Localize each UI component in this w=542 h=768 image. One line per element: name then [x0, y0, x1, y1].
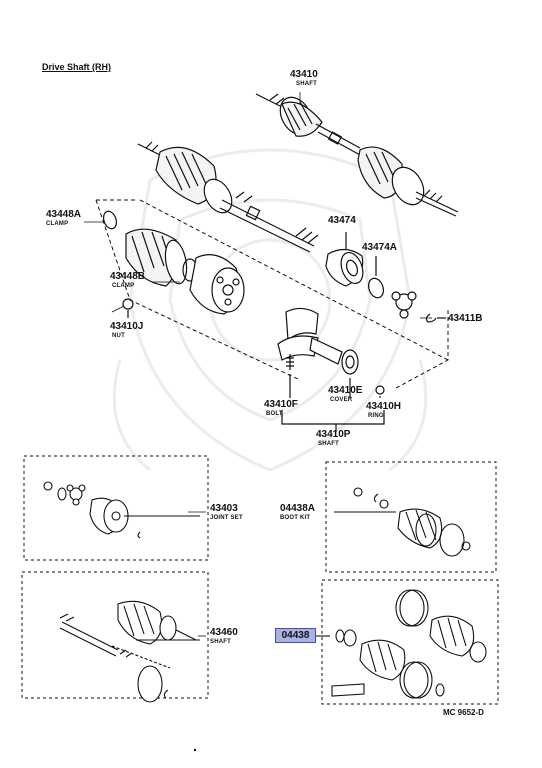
- shaft-assembly-43410: [255, 93, 459, 217]
- part-43460-number[interactable]: 43460: [210, 627, 238, 638]
- part-43410p-number[interactable]: 43410P: [316, 429, 351, 440]
- part-43410h-name: RING: [368, 413, 384, 419]
- outer-joint-body: [189, 254, 245, 315]
- assembly-dashed-outline: [95, 199, 449, 389]
- cover-43474: [325, 232, 364, 287]
- part-04438a-name: BOOT KIT: [280, 515, 311, 521]
- drawing-code: MC 9652-D: [443, 708, 484, 717]
- shaft-43460-contents: [59, 600, 200, 703]
- part-43448a-name: CLAMP: [46, 221, 69, 227]
- part-43474-number[interactable]: 43474: [328, 215, 356, 226]
- inner-shaft-43410p: [277, 307, 385, 432]
- kit-box-43460: [21, 571, 209, 699]
- part-43410e-number[interactable]: 43410E: [328, 385, 363, 396]
- part-43410f-number[interactable]: 43410F: [264, 399, 298, 410]
- nut-43410j: [122, 298, 134, 318]
- diagram-title: Drive Shaft (RH): [42, 62, 112, 72]
- tripod-43411b: [391, 291, 446, 323]
- kit-box-04438a: [325, 461, 497, 573]
- boot-and-clamps: [102, 210, 198, 287]
- part-43448b-number[interactable]: 43448B: [110, 271, 146, 282]
- part-43410e-name: COVER: [330, 397, 353, 403]
- part-04438-highlighted-label[interactable]: 04438: [275, 628, 316, 643]
- part-43448a-number[interactable]: 43448A: [46, 209, 82, 220]
- part-43410h-number[interactable]: 43410H: [366, 401, 402, 412]
- part-43410j-name: NUT: [112, 333, 125, 339]
- stray-dot: [193, 748, 197, 752]
- part-43410-number[interactable]: 43410: [290, 69, 318, 80]
- leader-lines: [84, 92, 432, 637]
- shaft-assembly-middle: [137, 141, 319, 253]
- part-04438a-number[interactable]: 04438A: [280, 503, 316, 514]
- ring-43474a: [367, 256, 385, 299]
- part-43474a-number[interactable]: 43474A: [362, 242, 398, 253]
- boot-kit-a-contents: [334, 487, 471, 557]
- part-43448b-name: CLAMP: [112, 283, 135, 289]
- watermark-crest: [112, 148, 428, 472]
- part-43411b-number[interactable]: 43411B: [448, 313, 483, 324]
- part-43403-name: JOINT SET: [210, 515, 243, 521]
- part-43410j-number[interactable]: 43410J: [110, 321, 144, 332]
- part-43410f-name: BOLT: [266, 411, 283, 417]
- part-43460-name: SHAFT: [210, 639, 231, 645]
- part-43403-number[interactable]: 43403: [210, 503, 238, 514]
- boot-kit-contents: [316, 589, 487, 699]
- part-43410-name: SHAFT: [296, 81, 317, 87]
- part-43410p-name: SHAFT: [318, 441, 339, 447]
- kit-box-43403: [23, 455, 209, 561]
- joint-set-contents: [43, 481, 200, 539]
